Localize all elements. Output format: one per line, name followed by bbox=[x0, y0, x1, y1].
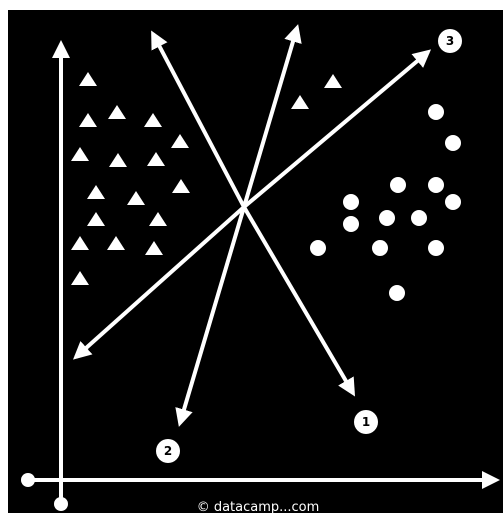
circle-point bbox=[445, 194, 461, 210]
x-axis-origin-dot bbox=[21, 473, 35, 487]
triangle-point bbox=[87, 185, 105, 199]
hyperplane-3-backward bbox=[73, 205, 246, 360]
triangle-point bbox=[71, 147, 89, 161]
y-axis-origin-dot bbox=[54, 497, 68, 511]
hyperplane-3-forward bbox=[242, 49, 432, 209]
svm-hyperplanes-diagram: 1 2 3 bbox=[21, 24, 500, 513]
circle-point bbox=[428, 177, 444, 193]
triangle-point bbox=[171, 134, 189, 148]
circle-point bbox=[343, 194, 359, 210]
circle-point bbox=[310, 240, 326, 256]
circle-point bbox=[411, 210, 427, 226]
class-triangles bbox=[71, 72, 342, 285]
triangle-point bbox=[71, 271, 89, 285]
triangle-point bbox=[79, 113, 97, 127]
hyperplane-label-2: 2 bbox=[156, 439, 180, 463]
triangle-point bbox=[144, 113, 162, 127]
triangle-point bbox=[324, 74, 342, 88]
hyperplane-1-backward bbox=[151, 30, 246, 208]
circle-point bbox=[390, 177, 406, 193]
hyperplane-2-backward bbox=[242, 24, 302, 208]
hyperplane-label-1-text: 1 bbox=[362, 415, 370, 429]
triangle-point bbox=[145, 241, 163, 255]
circle-point bbox=[379, 210, 395, 226]
circle-point bbox=[428, 104, 444, 120]
hyperplane-label-1: 1 bbox=[354, 410, 378, 434]
triangle-point bbox=[127, 191, 145, 205]
circle-point bbox=[343, 216, 359, 232]
triangle-point bbox=[79, 72, 97, 86]
triangle-point bbox=[147, 152, 165, 166]
triangle-point bbox=[107, 236, 125, 250]
circle-point bbox=[372, 240, 388, 256]
diagram-canvas: 1 2 3 bbox=[8, 10, 503, 513]
circle-point bbox=[445, 135, 461, 151]
triangle-point bbox=[71, 236, 89, 250]
triangle-point bbox=[109, 153, 127, 167]
hyperplane-label-3: 3 bbox=[438, 29, 462, 53]
triangle-point bbox=[172, 179, 190, 193]
watermark: © datacamp...com bbox=[197, 500, 320, 513]
triangle-point bbox=[87, 212, 105, 226]
class-circles bbox=[310, 104, 461, 301]
hyperplane-2-forward bbox=[175, 206, 246, 427]
circle-point bbox=[389, 285, 405, 301]
axes bbox=[21, 40, 500, 511]
hyperplane-label-2-text: 2 bbox=[164, 444, 172, 458]
triangle-point bbox=[149, 212, 167, 226]
triangle-point bbox=[108, 105, 126, 119]
triangle-point bbox=[291, 95, 309, 109]
hyperplane-label-3-text: 3 bbox=[446, 34, 454, 48]
hyperplane-1-forward bbox=[242, 205, 356, 397]
hyperplanes bbox=[73, 24, 432, 427]
circle-point bbox=[428, 240, 444, 256]
